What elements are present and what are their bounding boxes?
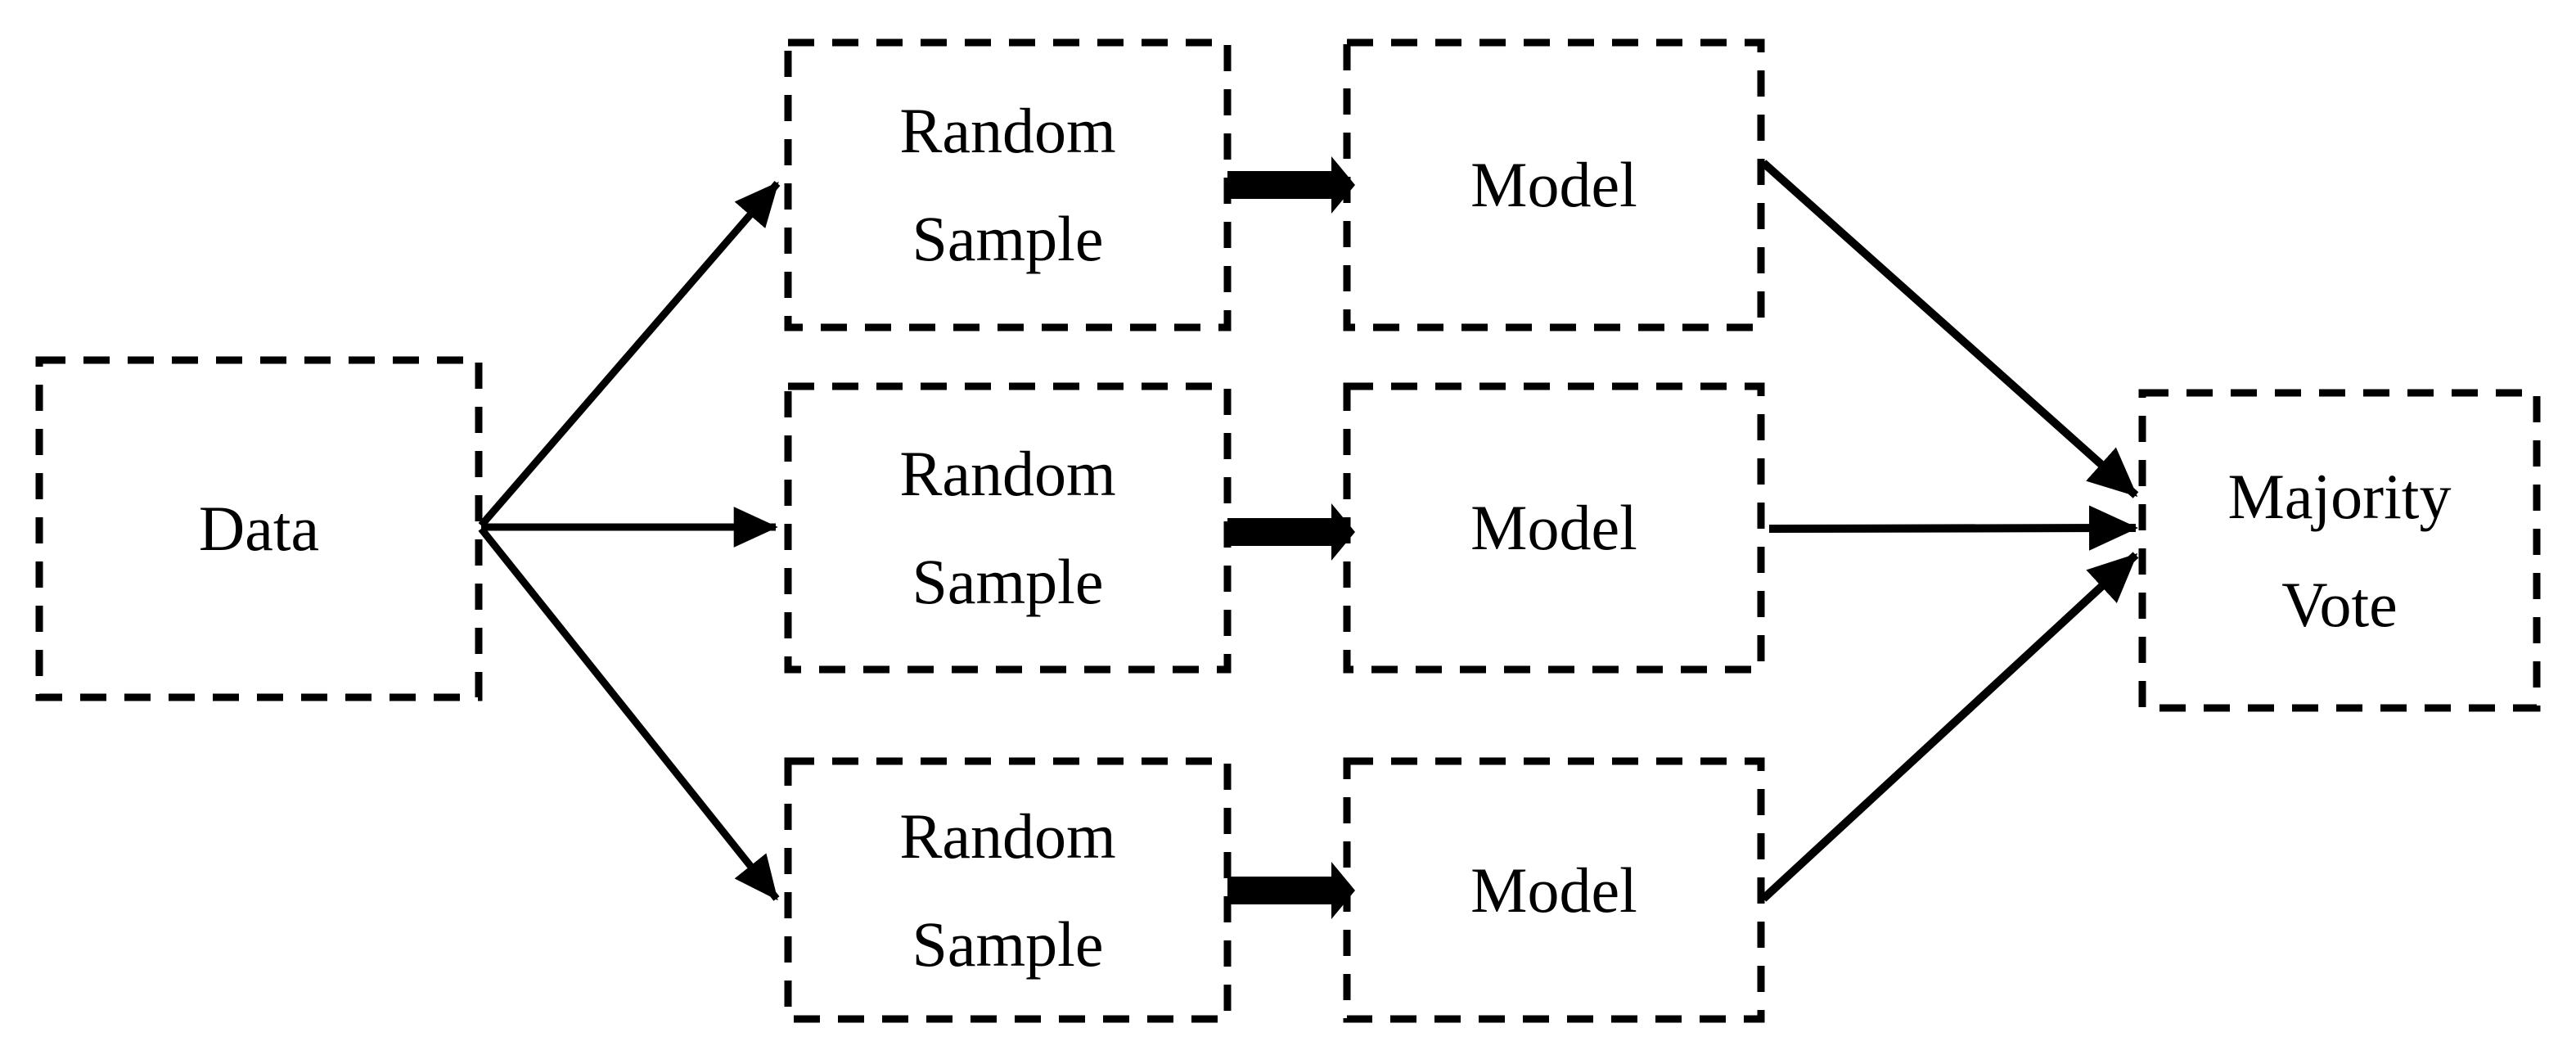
arrow-sample-3-to-model-3 xyxy=(1227,862,1355,919)
arrow-model-1-to-vote xyxy=(1760,160,2139,498)
data-box xyxy=(35,356,483,701)
arrow-data-to-sample-1 xyxy=(478,181,781,528)
majority-vote-box xyxy=(2138,389,2541,712)
model-3-box xyxy=(1343,757,1765,1023)
model-2-box xyxy=(1343,382,1765,674)
random-sample-2-box xyxy=(784,382,1232,674)
random-sample-3-box xyxy=(784,757,1232,1023)
arrow-sample-2-to-model-2 xyxy=(1227,503,1355,561)
arrow-model-2-to-vote xyxy=(1768,505,2138,551)
random-sample-1-box xyxy=(784,38,1232,331)
arrow-data-to-sample-3 xyxy=(478,526,780,901)
model-1-box xyxy=(1343,38,1765,331)
arrow-sample-1-to-model-1 xyxy=(1227,156,1355,214)
arrow-model-3-to-vote xyxy=(1760,552,2139,902)
